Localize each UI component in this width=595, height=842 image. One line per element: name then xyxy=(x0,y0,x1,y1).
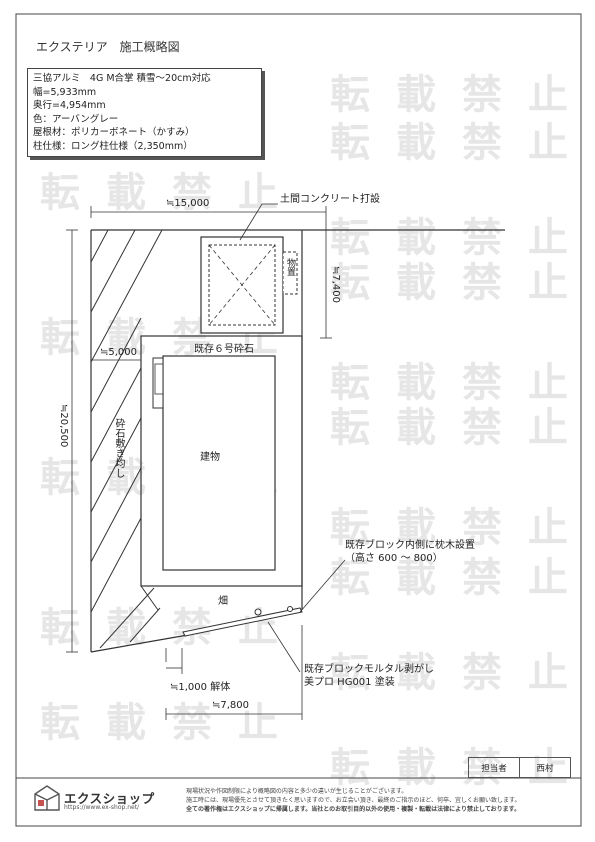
leader-lines xyxy=(239,203,346,673)
signature-role: 担当者 xyxy=(481,763,507,774)
spec-line: 三協アルミ 4G M合掌 積雪～20cm対応 xyxy=(33,73,211,84)
building-step xyxy=(152,357,164,409)
house-logo-icon xyxy=(34,785,60,811)
dim-left: ≒20,500 xyxy=(58,404,69,448)
footer-note: 現場状況や作図制限により概略図の内容と多少の違いが生じることがございます。 xyxy=(186,788,408,795)
company-logo: エクスショップ https://www.ex-shop.net/ xyxy=(34,782,166,816)
gravel-spread-label: 砕石敷き均し xyxy=(113,418,124,478)
logo-url: https://www.ex-shop.net/ xyxy=(64,804,140,811)
signature-name: 西村 xyxy=(519,758,570,777)
gravel-hatch xyxy=(90,229,163,649)
concrete-slab-inner xyxy=(208,244,276,326)
field-label: 畑 xyxy=(218,596,228,607)
dim-right: ≒7,400 xyxy=(330,266,341,304)
sleeper-label: 既存ブロック内側に枕木設置 xyxy=(345,540,475,551)
spec-line: 色：アーバングレー xyxy=(33,113,119,125)
storage-shed xyxy=(282,251,298,295)
sleeper-marker xyxy=(254,608,262,616)
existing-gravel-label: 既存６号砕石 xyxy=(194,344,254,355)
sleeper-marker xyxy=(287,606,293,612)
dim-bottom: ≒7,800 xyxy=(212,700,250,711)
spec-line: 柱仕様：ロング柱仕様（2,350mm） xyxy=(33,140,193,152)
page-frame xyxy=(15,13,582,827)
field-line xyxy=(140,585,159,611)
footer-note: 施工時には、現場優先とさせて頂きたく思いますので、お立会い頂き、最終のご指示のほ… xyxy=(186,797,521,804)
paint-label: 美プロ HG001 塗装 xyxy=(304,677,395,688)
mortar-label: 既存ブロックモルタル剥がし xyxy=(304,664,434,675)
spec-line: 奥行=4,954mm xyxy=(33,100,106,111)
signature-box: 担当者 西村 xyxy=(468,757,571,778)
dim-demolition: ≒1,000 解体 xyxy=(170,682,231,693)
block-wall xyxy=(182,607,303,637)
spec-box: 三協アルミ 4G M合掌 積雪～20cm対応 幅=5,933mm 奥行=4,95… xyxy=(27,68,262,157)
building-porch xyxy=(154,363,164,395)
spec-line: 幅=5,933mm xyxy=(33,86,97,98)
building-footprint xyxy=(162,355,276,571)
storage-label: 物置 xyxy=(285,258,295,276)
dim-mid: ≒5,000 xyxy=(100,347,138,358)
bottom-boundary xyxy=(90,635,183,653)
page-title: エクステリア 施工概略図 xyxy=(36,40,180,54)
existing-gravel-zone xyxy=(140,335,303,587)
footer-note: 全ての著作権はエクスショップに帰属します。当社とのお取引目的以外の使用・複製・転… xyxy=(186,806,521,813)
sleeper-height-label: （高さ 600 ～ 800） xyxy=(345,553,443,564)
footer-notes: 現場状況や作図制限により概略図の内容と多少の違いが生じることがございます。 施工… xyxy=(186,787,520,814)
concrete-label: 土間コンクリート打設 xyxy=(280,194,380,205)
logo-name: エクスショップ xyxy=(64,791,155,806)
dimension-lines xyxy=(66,206,332,720)
dim-top: ≒15,000 xyxy=(166,198,210,209)
spec-line: 屋根材：ポリカーボネート（かすみ） xyxy=(33,127,195,138)
building-label: 建物 xyxy=(200,452,220,463)
